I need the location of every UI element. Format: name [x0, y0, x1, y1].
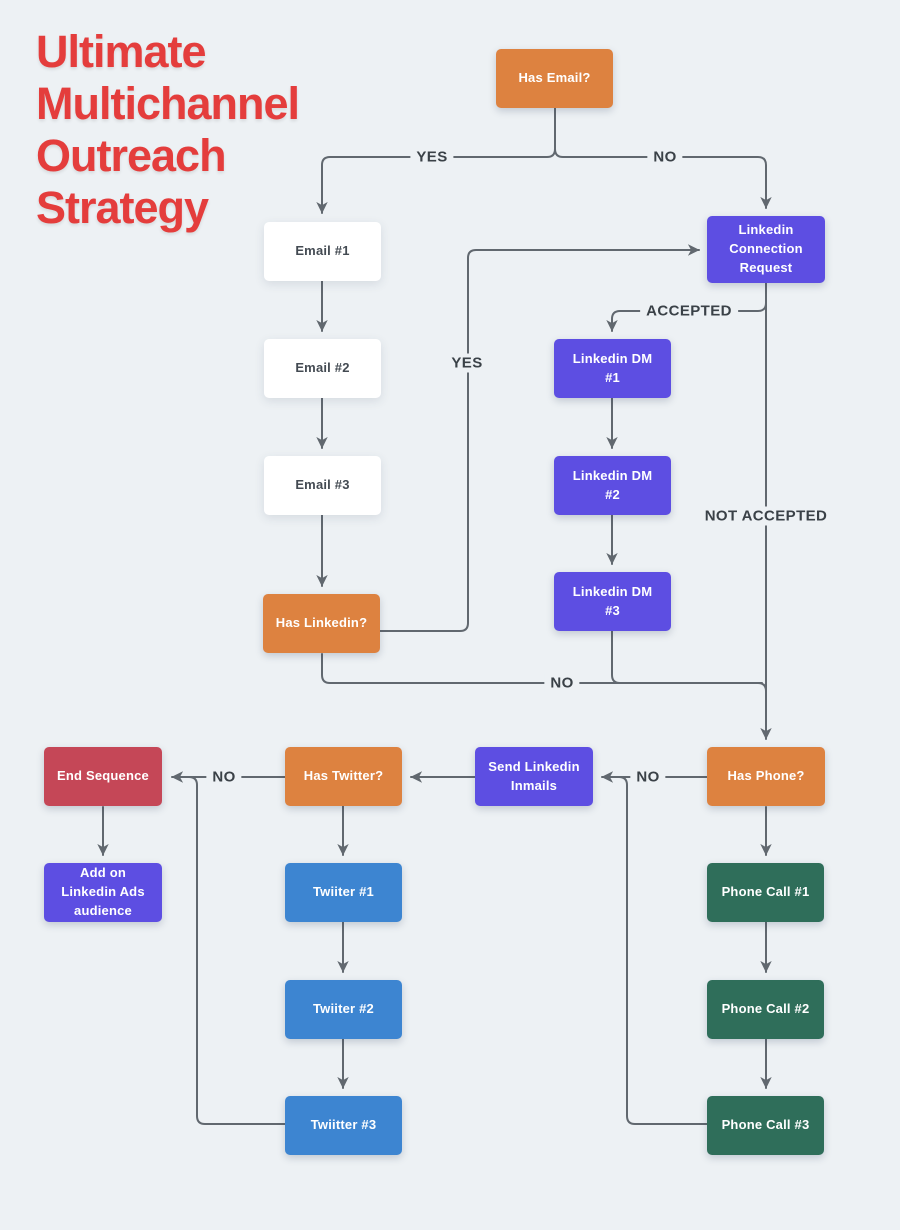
page-title: Ultimate Multichannel Outreach Strategy: [36, 26, 300, 234]
node-phone-call-3: Phone Call #3: [707, 1096, 824, 1155]
node-linkedin-connection-request: Linkedin Connection Request: [707, 216, 825, 283]
node-phone-call-1: Phone Call #1: [707, 863, 824, 922]
title-line-3: Outreach: [36, 130, 227, 181]
node-email-1: Email #1: [264, 222, 381, 281]
edge-label-not-accepted: NOT ACCEPTED: [698, 506, 834, 526]
title-line-2: Multichannel: [36, 78, 300, 129]
node-linkedin-dm-3: Linkedin DM #3: [554, 572, 671, 631]
node-has-email: Has Email?: [496, 49, 613, 108]
node-email-2: Email #2: [264, 339, 381, 398]
node-twitter-2: Twiiter #2: [285, 980, 402, 1039]
node-email-3: Email #3: [264, 456, 381, 515]
edge-label-no-twitter: NO: [206, 767, 242, 787]
node-phone-call-2: Phone Call #2: [707, 980, 824, 1039]
edge-label-no-top: NO: [647, 147, 683, 167]
edge-label-accepted: ACCEPTED: [640, 301, 738, 321]
node-send-linkedin-inmails: Send Linkedin Inmails: [475, 747, 593, 806]
edge-label-yes-mid: YES: [445, 353, 489, 373]
edge-label-no-linkedin: NO: [544, 673, 580, 693]
title-line-1: Ultimate: [36, 26, 207, 77]
node-has-phone: Has Phone?: [707, 747, 825, 806]
node-twitter-3: Twiitter #3: [285, 1096, 402, 1155]
title-line-4: Strategy: [36, 182, 209, 233]
node-twitter-1: Twiiter #1: [285, 863, 402, 922]
node-has-twitter: Has Twitter?: [285, 747, 402, 806]
node-add-linkedin-ads: Add on Linkedin Ads audience: [44, 863, 162, 922]
edge-label-no-phone: NO: [630, 767, 666, 787]
node-linkedin-dm-1: Linkedin DM #1: [554, 339, 671, 398]
edge-label-yes-top: YES: [410, 147, 454, 167]
node-has-linkedin: Has Linkedin?: [263, 594, 380, 653]
node-linkedin-dm-2: Linkedin DM #2: [554, 456, 671, 515]
node-end-sequence: End Sequence: [44, 747, 162, 806]
